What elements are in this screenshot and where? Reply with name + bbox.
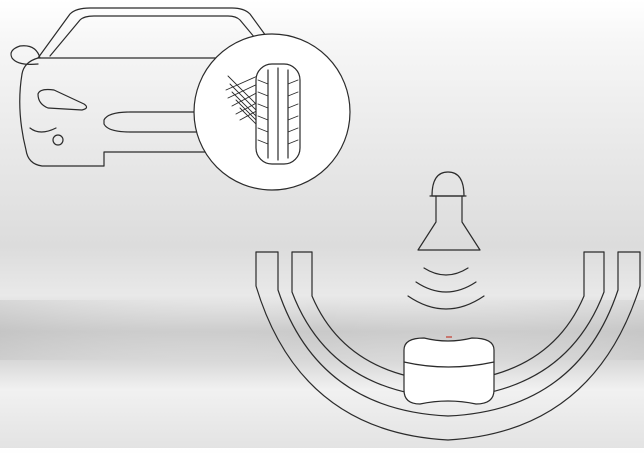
- wheel-rim-cross-section-icon: [255, 251, 641, 441]
- sensor-signal-icon: [407, 267, 485, 310]
- car-front-icon: [10, 7, 299, 167]
- tpms-sensor-icon: [417, 171, 481, 251]
- tire-magnifier-icon: [193, 33, 351, 191]
